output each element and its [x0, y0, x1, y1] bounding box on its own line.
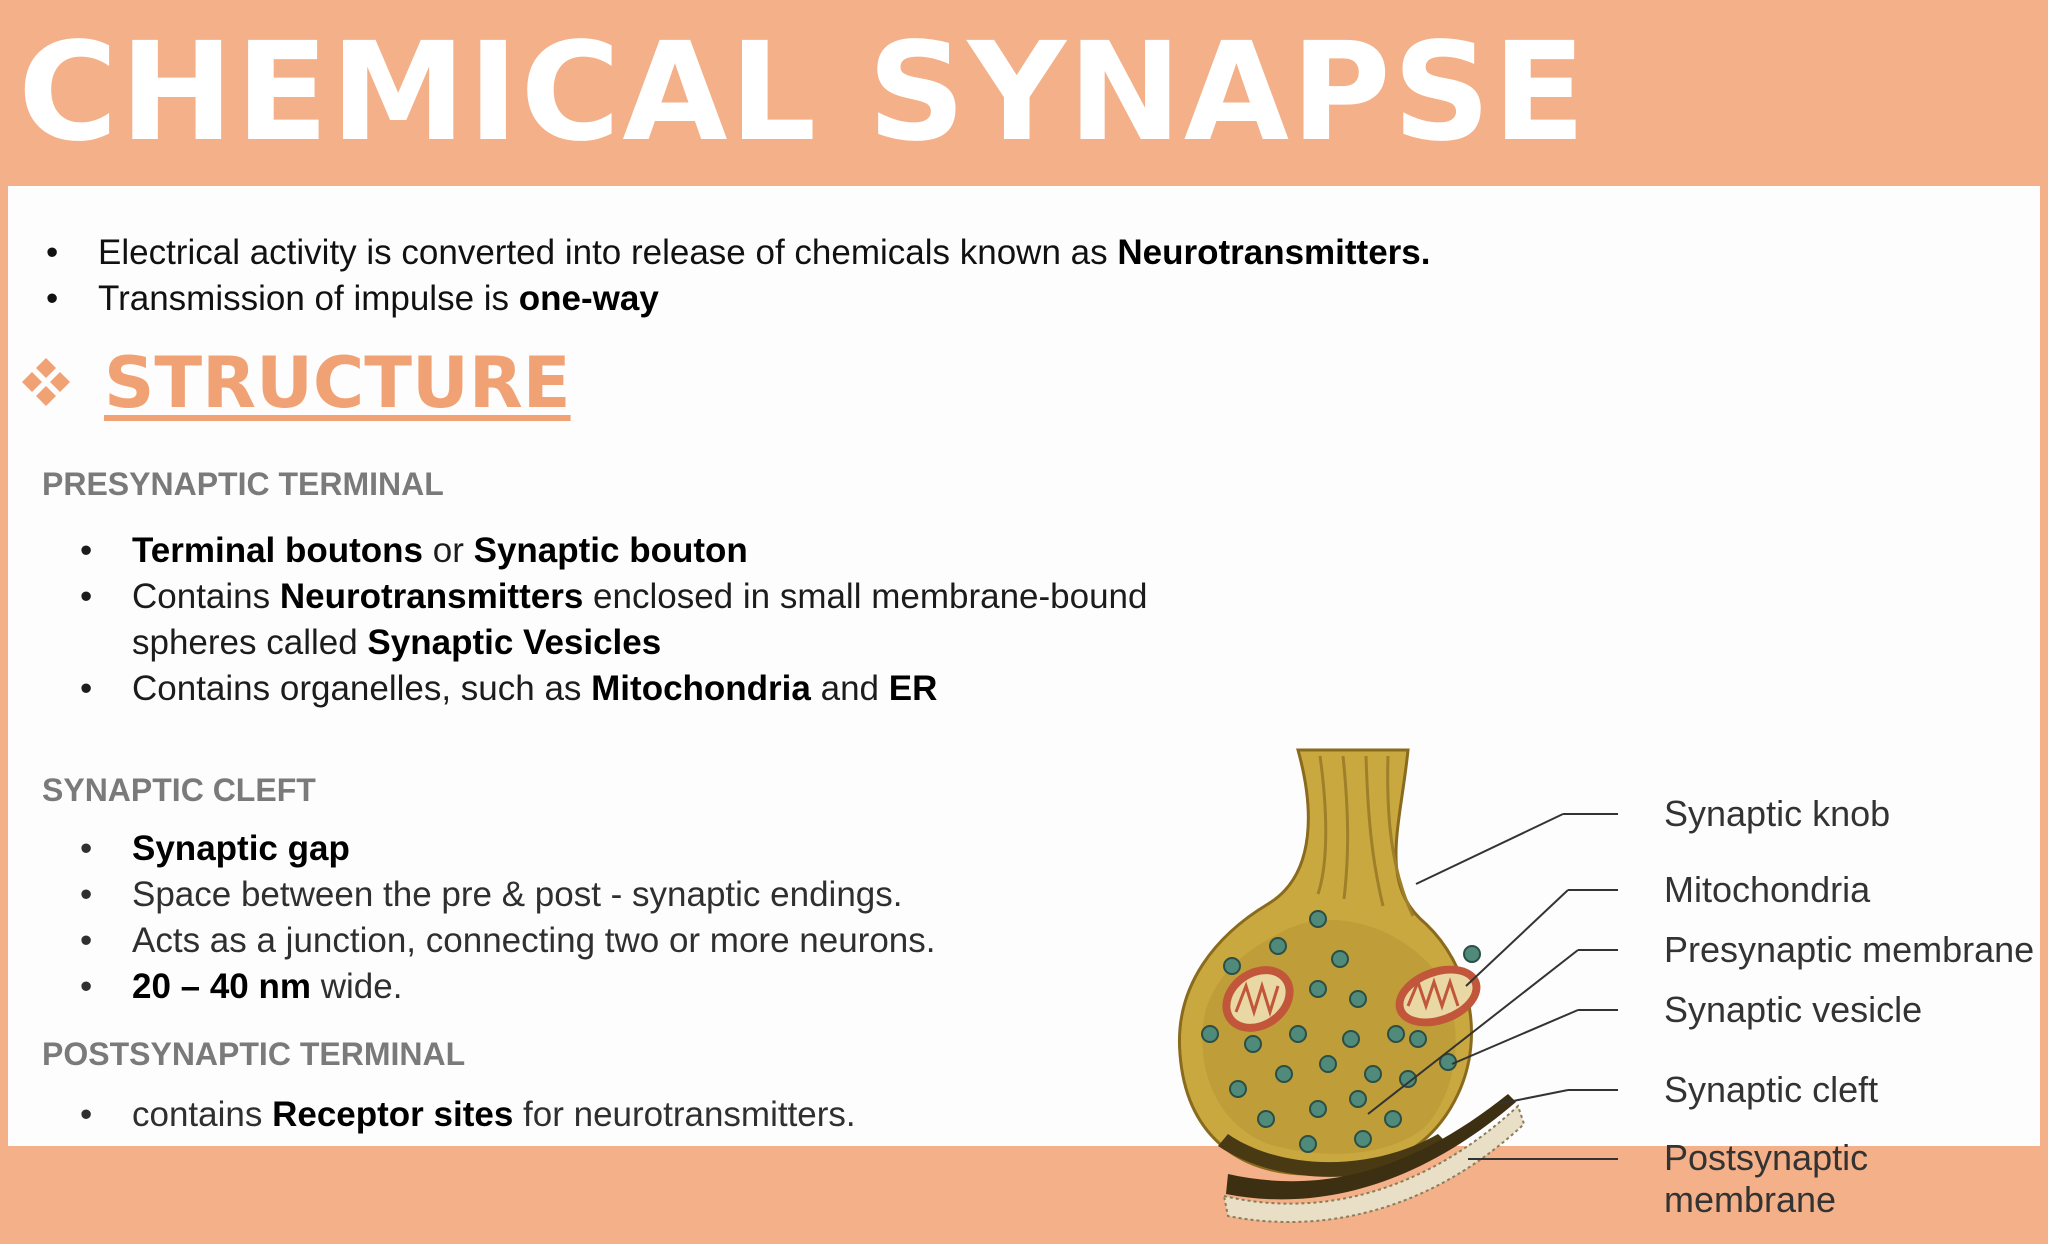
synaptic-vesicles	[1201, 910, 1481, 1153]
list-item: Acts as a junction, connecting two or mo…	[78, 918, 935, 964]
label-synaptic-cleft: Synaptic cleft	[1664, 1069, 1879, 1110]
label-postsynaptic: Postsynaptic	[1664, 1137, 1869, 1178]
list-item: contains Receptor sites for neurotransmi…	[78, 1092, 856, 1138]
presynaptic-heading: PRESYNAPTIC TERMINAL	[42, 466, 444, 502]
postsynaptic-bullet-list: contains Receptor sites for neurotransmi…	[78, 1092, 856, 1138]
list-item: Contains Neurotransmitters enclosed in s…	[78, 574, 1147, 666]
page-title: CHEMICAL SYNAPSE	[18, 14, 1588, 172]
title-bar: CHEMICAL SYNAPSE	[0, 0, 2048, 186]
structure-title: STRUCTURE	[104, 342, 571, 424]
list-item: Terminal boutons or Synaptic bouton	[78, 528, 1147, 574]
list-item: 20 – 40 nm wide.	[78, 964, 935, 1010]
list-item: Synaptic gap	[78, 826, 935, 872]
label-synaptic-vesicle: Synaptic vesicle	[1664, 989, 1923, 1030]
four-diamond-bullet-icon	[22, 358, 70, 406]
synaptic-cleft-heading: SYNAPTIC CLEFT	[42, 772, 316, 808]
list-item: Electrical activity is converted into re…	[44, 230, 1430, 276]
list-item: Transmission of impulse is one-way	[44, 276, 1430, 322]
label-membrane: membrane	[1664, 1179, 1837, 1220]
label-mitochondria: Mitochondria	[1664, 869, 1871, 910]
list-item: Space between the pre & post - synaptic …	[78, 872, 935, 918]
synapse-diagram: Synaptic knob Mitochondria Presynaptic m…	[1168, 734, 2048, 1244]
label-synaptic-knob: Synaptic knob	[1664, 793, 1891, 834]
postsynaptic-heading: POSTSYNAPTIC TERMINAL	[42, 1036, 466, 1072]
intro-bullet-list: Electrical activity is converted into re…	[44, 230, 1430, 322]
label-presynaptic-membrane: Presynaptic membrane	[1664, 929, 2035, 970]
slide-content: Electrical activity is converted into re…	[8, 186, 2040, 1224]
mitochondrion-left	[1222, 966, 1294, 1032]
presynaptic-bullet-list: Terminal boutons or Synaptic bouton Cont…	[78, 528, 1147, 712]
cleft-bullet-list: Synaptic gap Space between the pre & pos…	[78, 826, 935, 1010]
mitochondrion-right	[1395, 965, 1481, 1027]
list-item: Contains organelles, such as Mitochondri…	[78, 666, 1147, 712]
